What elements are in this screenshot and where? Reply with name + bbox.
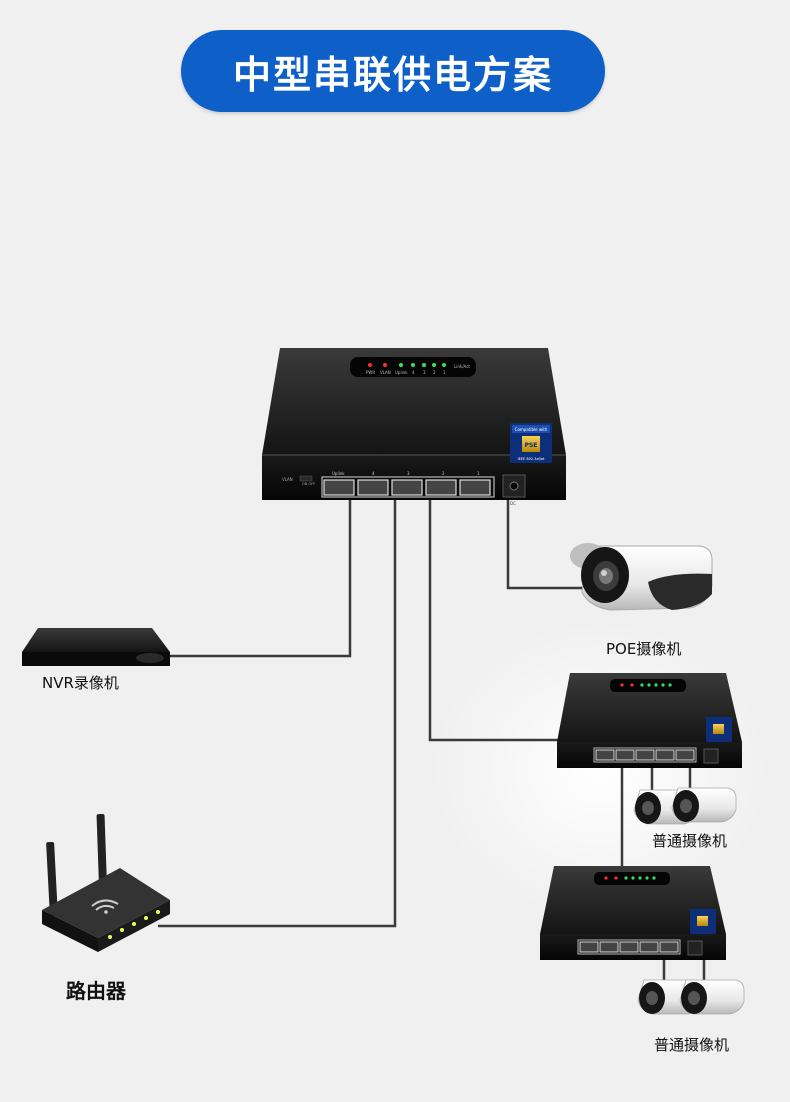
- panel-label: PWR: [366, 370, 375, 375]
- rj45-port: [459, 479, 491, 496]
- nvr-label: NVR录像机: [42, 674, 119, 692]
- panel-label: VLAN: [380, 370, 391, 375]
- rj45-port: [391, 479, 423, 496]
- cascade-switch-2: [540, 866, 726, 960]
- led-uplink: [399, 363, 403, 367]
- port-label: Uplink: [332, 471, 345, 476]
- rj45-port: [357, 479, 389, 496]
- camera-pair-2: [637, 979, 745, 1015]
- bullet-camera: [671, 787, 737, 823]
- panel-label: 1: [443, 370, 446, 375]
- led-port2: [432, 363, 436, 367]
- dc-label: DC: [510, 501, 516, 506]
- poe-camera-label: POE摄像机: [606, 640, 682, 658]
- cable-poe-camera: [506, 500, 588, 590]
- bullet-camera: [679, 979, 745, 1015]
- router-label: 路由器: [66, 979, 126, 1003]
- vlan-toggle: [299, 475, 313, 482]
- led-port1: [442, 363, 446, 367]
- cable-cascade-switch: [428, 500, 568, 742]
- page-title: 中型串联供电方案: [232, 52, 553, 97]
- badge-top-text: Compatible with: [515, 427, 548, 432]
- cable-nvr: [168, 500, 352, 658]
- led-vlan: [383, 363, 387, 367]
- antenna: [46, 841, 58, 917]
- title-banner: 中型串联供电方案: [181, 30, 605, 112]
- port-label: 3: [407, 471, 410, 476]
- cascade-switch-1: [557, 673, 742, 768]
- camera-pair-1: [633, 787, 737, 825]
- panel-label: 2: [433, 370, 436, 375]
- badge-mid-text: PSE: [525, 442, 538, 449]
- panel-label: 3: [423, 370, 426, 375]
- badge-bottom-text: IEEE 802.3af/at: [518, 457, 545, 461]
- panel-label: 4: [412, 370, 415, 375]
- led-port4: [411, 363, 415, 367]
- port-label: 4: [372, 471, 375, 476]
- led-pwr: [368, 363, 372, 367]
- router-device: [42, 813, 170, 952]
- main-ports: [321, 476, 495, 498]
- vlan-switch-label: ON OFF: [302, 482, 315, 486]
- port-label: 2: [442, 471, 445, 476]
- poe-camera: [570, 543, 713, 611]
- panel-label: Uplink: [395, 370, 408, 375]
- port-label: 1: [477, 471, 480, 476]
- wifi-icon: [91, 899, 119, 911]
- cable-router: [158, 500, 397, 928]
- led-port3: [422, 363, 426, 367]
- panel-label: Link/Act: [454, 364, 470, 369]
- rj45-port: [425, 479, 457, 496]
- vlan-label: VLAN: [282, 477, 293, 482]
- cable-group: [158, 500, 706, 980]
- nvr-device: [22, 628, 170, 666]
- cameras-1-label: 普通摄像机: [652, 832, 728, 850]
- main-switch: PWR VLAN Uplink 4 3 2 1 Link/Act Compati…: [262, 348, 566, 506]
- cameras-2-label: 普通摄像机: [654, 1036, 730, 1054]
- pse-badge: Compatible with PSE IEEE 802.3af/at: [510, 423, 552, 463]
- rj45-port: [323, 479, 355, 496]
